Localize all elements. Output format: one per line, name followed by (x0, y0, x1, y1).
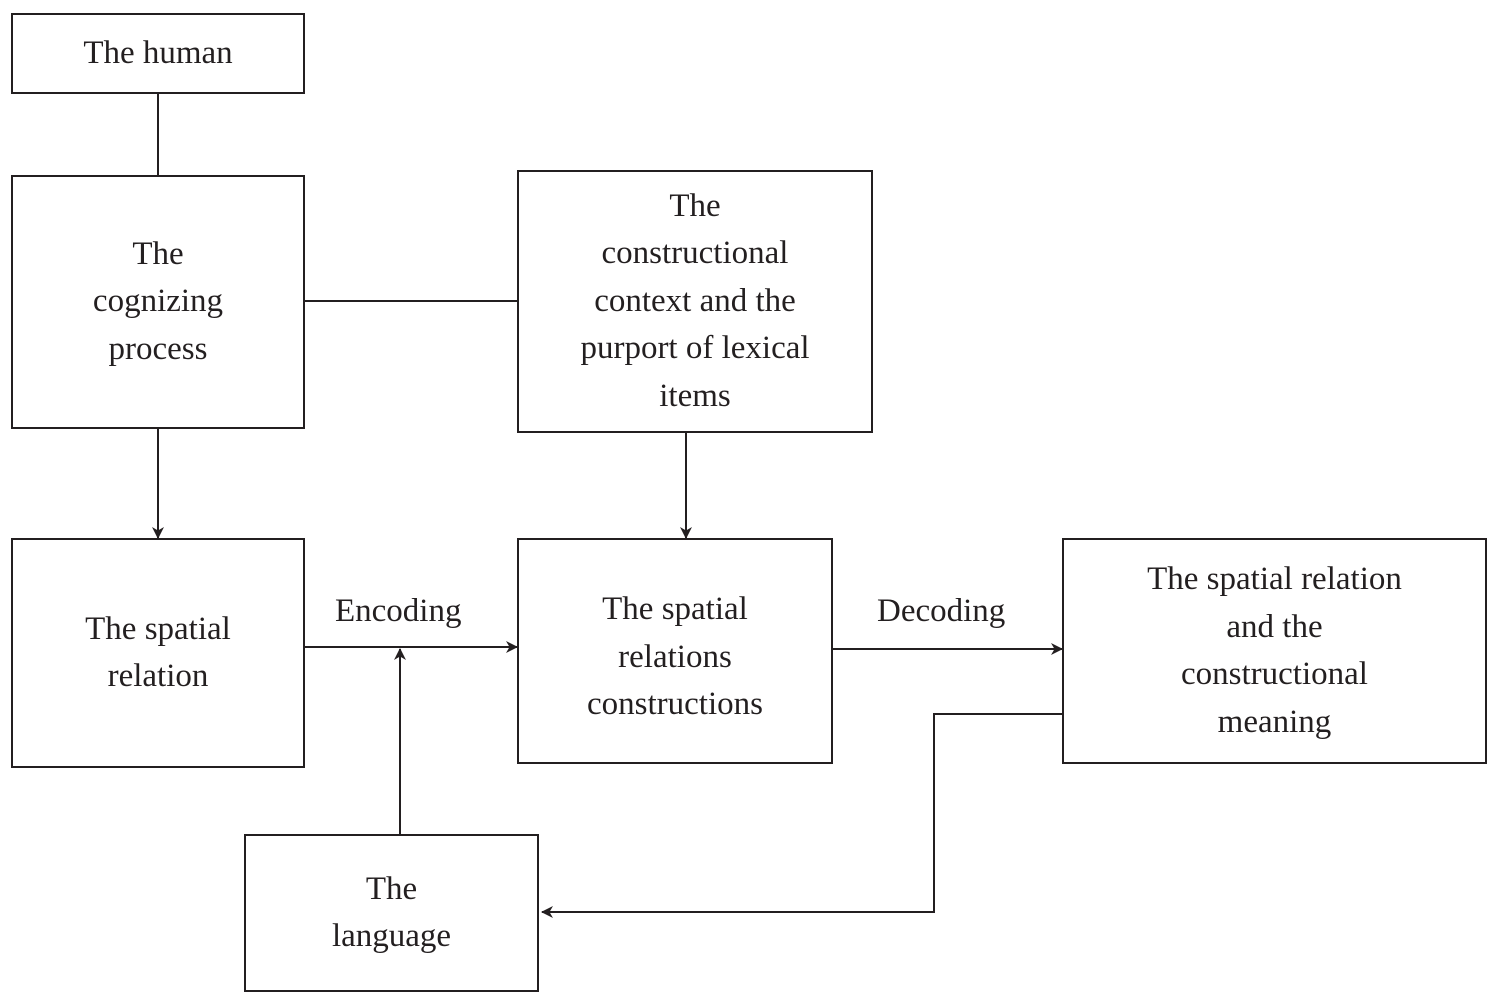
node-spatial-relations-constructions: The spatial relations constructions (517, 538, 833, 764)
node-label-line: cognizing (92, 283, 224, 320)
node-the-language: The language (244, 834, 539, 992)
node-label-line: The (669, 187, 721, 224)
edge-label-encoding: Encoding (335, 593, 462, 629)
node-label-line: The spatial (85, 610, 231, 647)
edge-label-decoding: Decoding (877, 593, 1006, 629)
node-label-line: The spatial relation (1147, 561, 1402, 597)
node-label-line: constructional (601, 235, 789, 272)
node-cognizing-process: The cognizing process (11, 175, 305, 429)
node-label-line: The human (83, 34, 233, 71)
node-label-line: language (331, 918, 452, 954)
node-label-line: meaning (1217, 703, 1332, 740)
node-label-line: The (132, 235, 184, 272)
node-label-line: constructional (1181, 656, 1368, 692)
node-constructional-meaning: The spatial relation and the constructio… (1062, 538, 1487, 764)
node-label-line: relations (618, 638, 732, 675)
node-label-line: constructions (587, 686, 763, 722)
arrow-meaning-to-language (541, 713, 1062, 918)
node-label-line: relation (107, 658, 209, 694)
node-the-human: The human (11, 13, 305, 94)
node-label-line: The spatial (602, 591, 748, 627)
node-label-line: process (108, 330, 208, 367)
node-label-line: items (659, 377, 731, 414)
node-label-line: purport of lexical (580, 330, 810, 367)
node-label-line: The (365, 870, 418, 907)
node-spatial-relation: The spatial relation (11, 538, 305, 768)
node-label-line: and the (1226, 608, 1323, 645)
node-label-line: context and the (594, 282, 796, 319)
node-constructional-context: The constructional context and the purpo… (517, 170, 873, 433)
